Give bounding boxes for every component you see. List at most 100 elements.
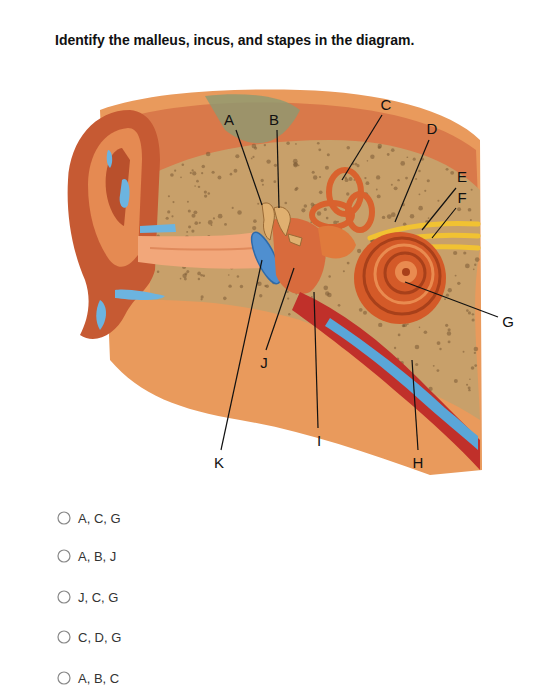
bone-speckle bbox=[370, 155, 374, 159]
bone-speckle bbox=[376, 189, 378, 191]
bone-speckle bbox=[427, 179, 430, 182]
bone-speckle bbox=[473, 269, 475, 271]
bone-speckle bbox=[472, 319, 475, 322]
bone-speckle bbox=[262, 184, 264, 186]
bone-speckle bbox=[166, 217, 169, 220]
bone-speckle bbox=[237, 275, 240, 278]
bone-speckle bbox=[323, 286, 328, 291]
bone-speckle bbox=[406, 156, 408, 158]
bone-speckle bbox=[357, 164, 360, 167]
bone-speckle bbox=[419, 193, 421, 195]
bone-speckle bbox=[194, 185, 196, 187]
bone-speckle bbox=[257, 203, 259, 205]
bone-speckle bbox=[474, 364, 477, 367]
bone-speckle bbox=[403, 325, 405, 327]
part-letter: A bbox=[224, 111, 234, 128]
bone-speckle bbox=[474, 347, 479, 352]
bone-speckle bbox=[264, 144, 266, 146]
bone-speckle bbox=[415, 178, 417, 180]
answer-option: J, C, G bbox=[78, 590, 118, 605]
bone-speckle bbox=[367, 160, 369, 162]
bone-speckle bbox=[391, 184, 393, 186]
bone-speckle bbox=[318, 148, 321, 151]
bone-speckle bbox=[474, 264, 476, 266]
bone-speckle bbox=[252, 156, 254, 158]
bone-speckle bbox=[182, 163, 185, 166]
eustachian-lining bbox=[325, 318, 478, 450]
bone-speckle bbox=[471, 366, 475, 370]
bone-speckle bbox=[191, 229, 194, 232]
answer-option: C, D, G bbox=[78, 630, 121, 645]
bone-speckle bbox=[286, 142, 289, 145]
answer-option: A, B, J bbox=[78, 549, 116, 564]
bone-speckle bbox=[439, 348, 441, 350]
tissue-patch bbox=[205, 94, 300, 143]
bone-speckle bbox=[469, 378, 471, 380]
bone-speckle bbox=[228, 274, 230, 276]
bone-speckle bbox=[474, 352, 476, 354]
bone-speckle bbox=[475, 257, 480, 262]
concha bbox=[106, 148, 130, 226]
bone-speckle bbox=[328, 275, 330, 277]
bone-speckle bbox=[446, 294, 449, 297]
bone-speckle bbox=[457, 282, 460, 285]
part-letter: F bbox=[457, 189, 466, 206]
bone-speckle bbox=[187, 201, 189, 203]
malleus bbox=[262, 203, 274, 240]
bone-speckle bbox=[201, 298, 203, 300]
bone-speckle bbox=[188, 225, 191, 228]
part-letter: G bbox=[502, 313, 514, 330]
part-letter: D bbox=[427, 120, 438, 137]
bone-speckle bbox=[304, 204, 308, 208]
bone-speckle bbox=[198, 186, 200, 188]
bone-speckle bbox=[391, 148, 395, 152]
bone-speckle bbox=[402, 324, 405, 327]
bone-speckle bbox=[180, 177, 182, 179]
bone-speckle bbox=[413, 158, 416, 161]
cartilage bbox=[96, 300, 106, 330]
bone-speckle bbox=[387, 214, 392, 219]
bone-speckle bbox=[288, 313, 290, 315]
bone-speckle bbox=[437, 200, 439, 202]
bone-speckle bbox=[468, 208, 472, 212]
bone-speckle bbox=[472, 313, 474, 315]
part-letter: H bbox=[413, 454, 424, 471]
bone-speckle bbox=[463, 351, 465, 353]
bone-speckle bbox=[234, 169, 238, 173]
bone-speckle bbox=[317, 142, 320, 145]
bone-speckle bbox=[445, 324, 448, 327]
bone-speckle bbox=[218, 214, 223, 219]
bone-speckle bbox=[378, 323, 382, 327]
bone-speckle bbox=[232, 207, 234, 209]
incus bbox=[274, 207, 290, 236]
bone-speckle bbox=[424, 190, 426, 192]
part-letter: B bbox=[269, 111, 279, 128]
bone-speckle bbox=[313, 175, 317, 179]
bone-speckle bbox=[198, 278, 200, 280]
bone-speckle bbox=[454, 379, 458, 383]
bone-speckle bbox=[206, 152, 211, 157]
bone-speckle bbox=[218, 176, 222, 180]
bone-speckle bbox=[284, 202, 287, 205]
bone-speckle bbox=[366, 181, 370, 185]
bone-speckle bbox=[436, 369, 439, 372]
cartilage bbox=[107, 150, 112, 168]
bone-speckle bbox=[208, 192, 210, 194]
stapes bbox=[288, 234, 302, 246]
radio-button bbox=[58, 512, 70, 684]
part-letter: E bbox=[457, 168, 467, 185]
bone-speckle bbox=[201, 172, 203, 174]
bone-speckle bbox=[192, 171, 196, 175]
middle-ear bbox=[272, 218, 326, 294]
bone-speckle bbox=[437, 341, 441, 345]
bone-speckle bbox=[319, 191, 323, 195]
bone-speckle bbox=[457, 207, 461, 211]
bone-speckle bbox=[172, 201, 174, 203]
bone-speckle bbox=[326, 217, 329, 220]
bone-speckle bbox=[317, 211, 321, 215]
bone-speckle bbox=[311, 203, 315, 207]
part-letter: J bbox=[260, 354, 268, 371]
bone-speckle bbox=[301, 208, 305, 212]
part-letter: C bbox=[381, 96, 392, 113]
part-letter: K bbox=[214, 454, 224, 471]
